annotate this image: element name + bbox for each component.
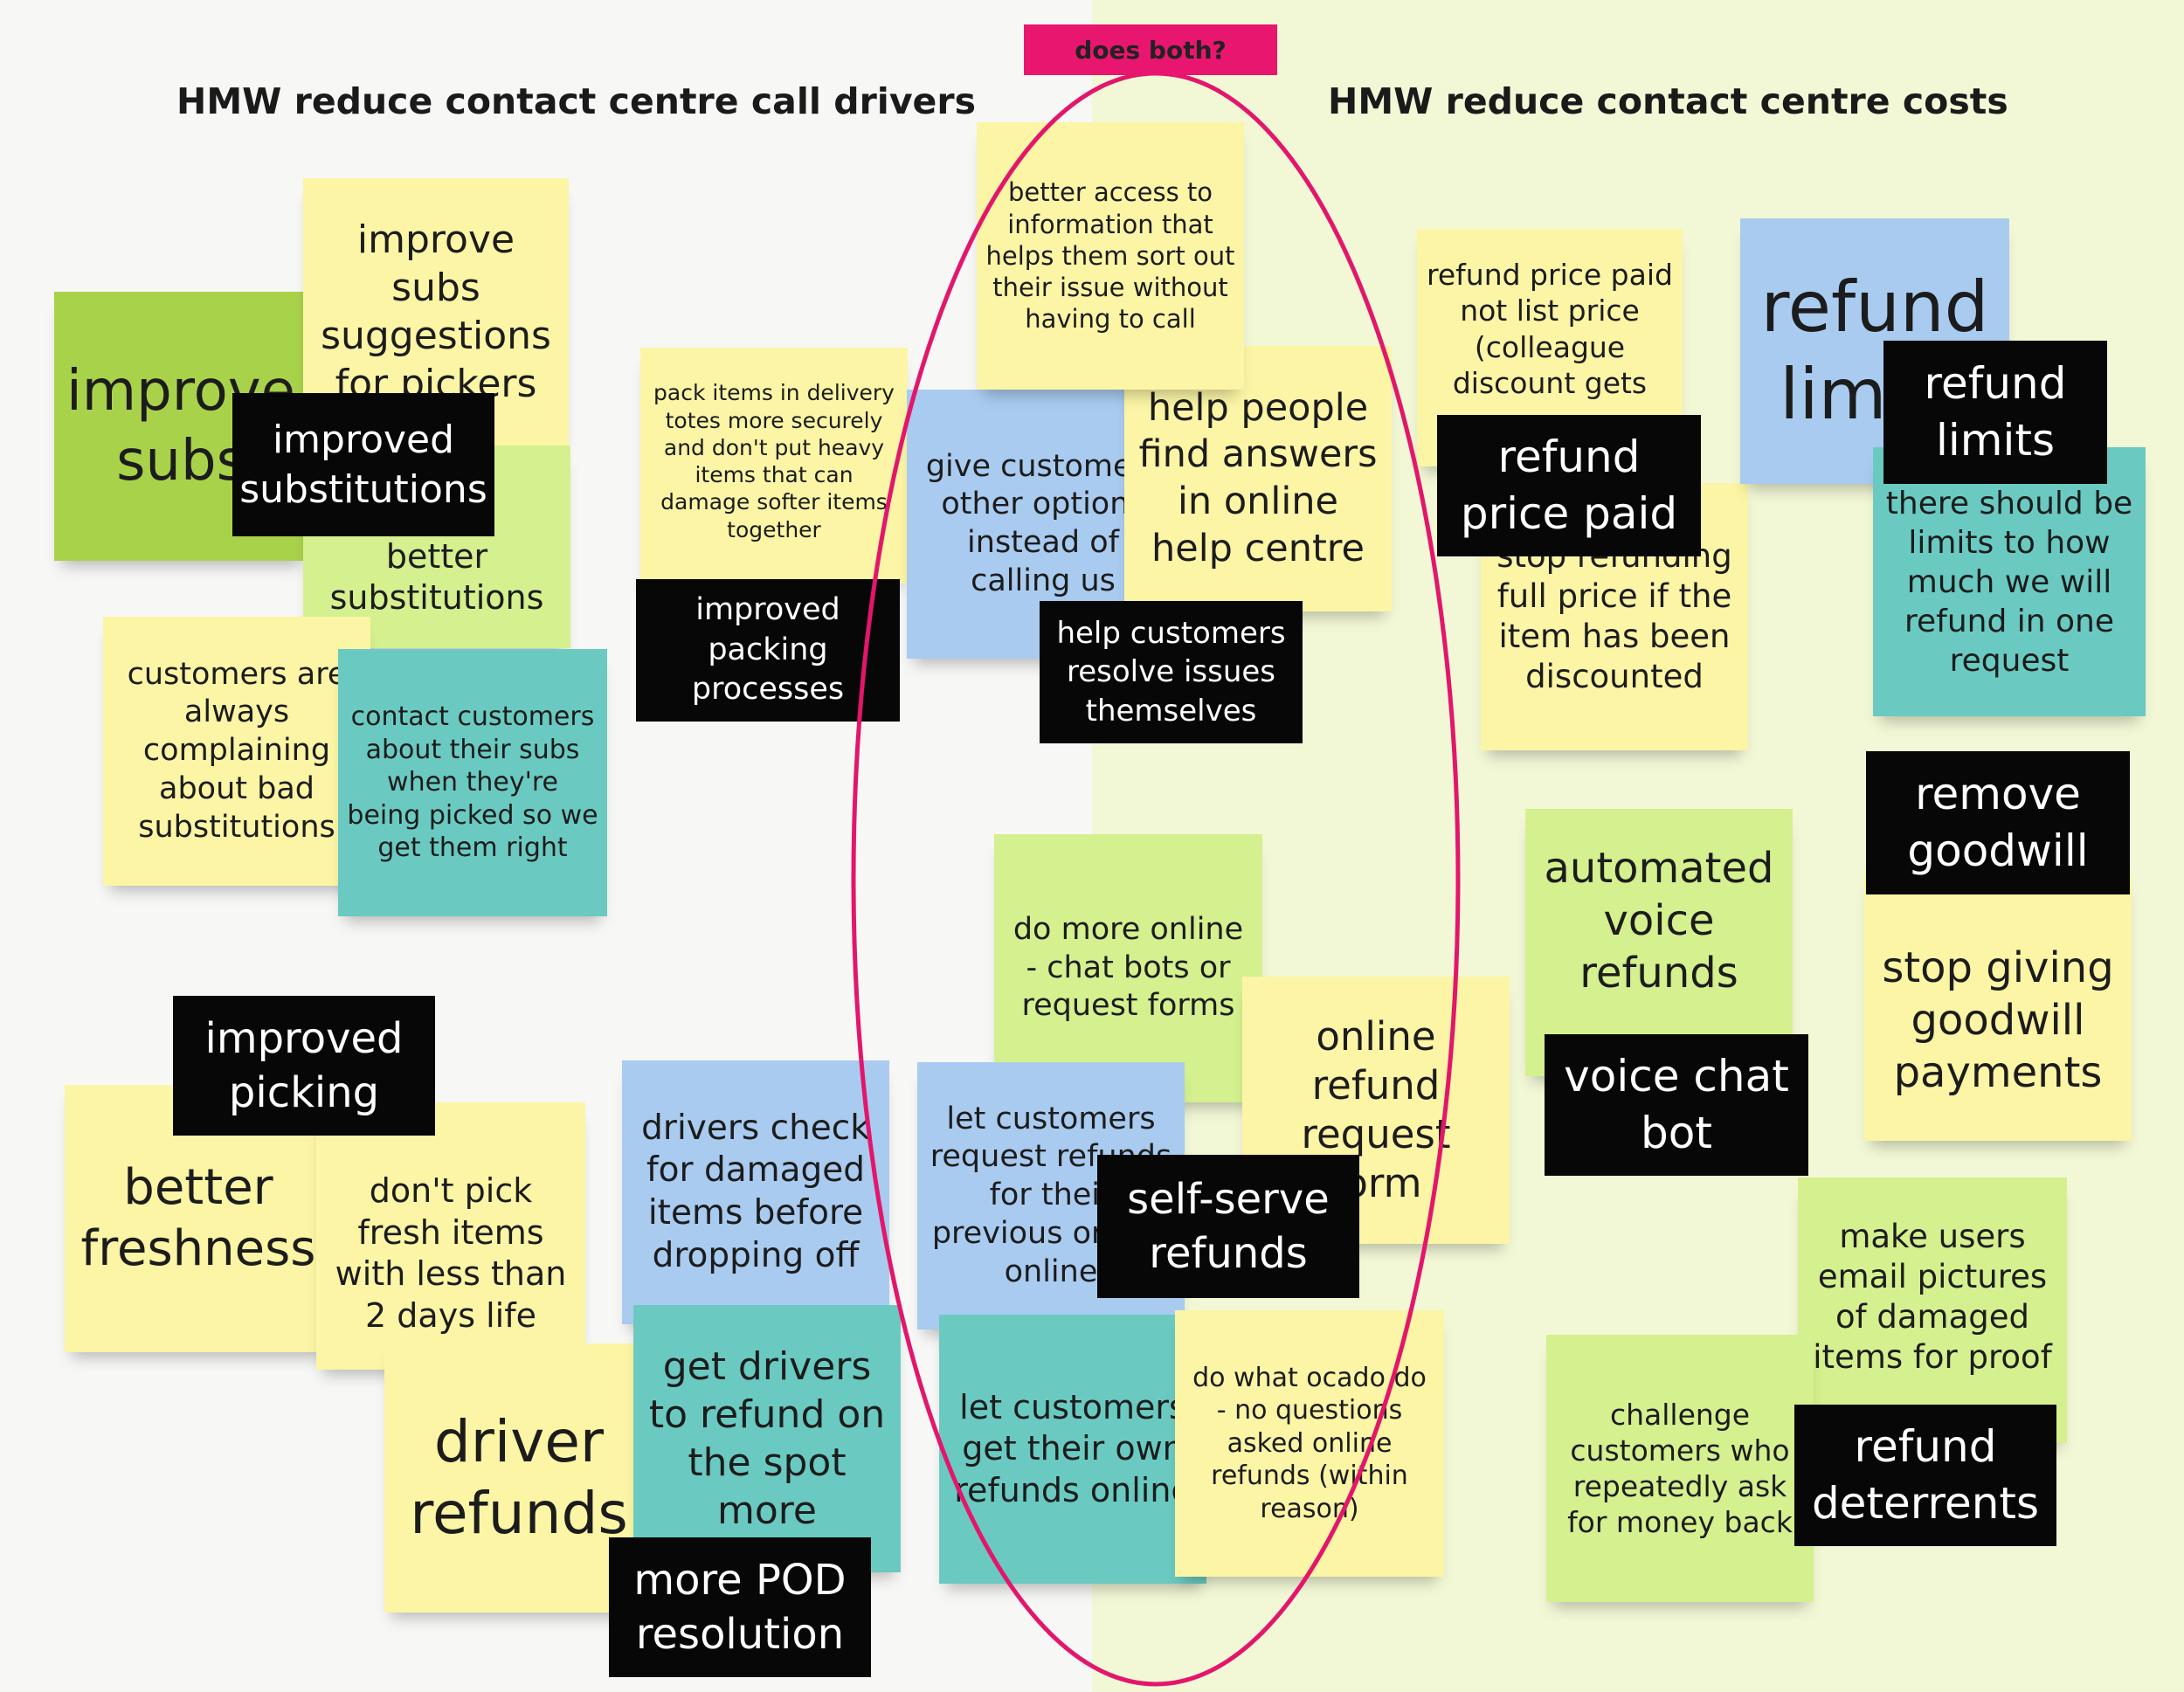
sticky-challenge-customers[interactable]: challenge customers who repeatedly ask f…	[1546, 1335, 1814, 1602]
label-improved-picking[interactable]: improved picking	[173, 996, 435, 1136]
sticky-do-what-ocado[interactable]: do what ocado do - no questions asked on…	[1175, 1310, 1444, 1577]
does-both-tag[interactable]: does both?	[1024, 24, 1277, 75]
sticky-limits-note[interactable]: there should be limits to how much we wi…	[1873, 447, 2146, 716]
label-voice-chat-bot[interactable]: voice chat bot	[1545, 1034, 1808, 1176]
label-help-customers-resolve[interactable]: help customers resolve issues themselves	[1040, 601, 1303, 743]
sticky-make-users-email[interactable]: make users email pictures of damaged ite…	[1798, 1177, 2067, 1443]
heading-costs: HMW reduce contact centre costs	[1328, 80, 2008, 122]
label-improved-packing[interactable]: improved packing processes	[636, 579, 900, 722]
label-remove-goodwill[interactable]: remove goodwill	[1866, 751, 2130, 894]
heading-call-drivers: HMW reduce contact centre call drivers	[176, 80, 976, 122]
sticky-get-drivers[interactable]: get drivers to refund on the spot more	[633, 1305, 901, 1572]
sticky-better-access[interactable]: better access to information that helps …	[977, 122, 1244, 390]
label-improved-substitutions[interactable]: improved substitutions	[232, 393, 494, 536]
sticky-pack-items[interactable]: pack items in delivery totes more secure…	[640, 348, 908, 584]
sticky-dont-pick-fresh[interactable]: don't pick fresh items with less than 2 …	[316, 1102, 585, 1370]
label-self-serve-refunds[interactable]: self-serve refunds	[1097, 1155, 1359, 1298]
label-refund-price-paid[interactable]: refund price paid	[1437, 415, 1701, 556]
sticky-let-customers-get[interactable]: let customers get their own refunds onli…	[939, 1315, 1206, 1584]
label-refund-limits[interactable]: refund limits	[1883, 341, 2107, 484]
sticky-driver-refunds[interactable]: driver refunds	[384, 1343, 653, 1613]
label-refund-deterrents[interactable]: refund deterrents	[1794, 1405, 2056, 1546]
sticky-customers-complaining[interactable]: customers are always complaining about b…	[103, 617, 370, 886]
sticky-contact-customers[interactable]: contact customers about their subs when …	[338, 649, 607, 916]
sticky-drivers-check[interactable]: drivers check for damaged items before d…	[622, 1060, 889, 1324]
sticky-automated-voice[interactable]: automated voice refunds	[1525, 809, 1793, 1076]
label-more-pod-resolution[interactable]: more POD resolution	[609, 1537, 871, 1677]
sticky-stop-goodwill[interactable]: stop giving goodwill payments	[1864, 874, 2132, 1141]
